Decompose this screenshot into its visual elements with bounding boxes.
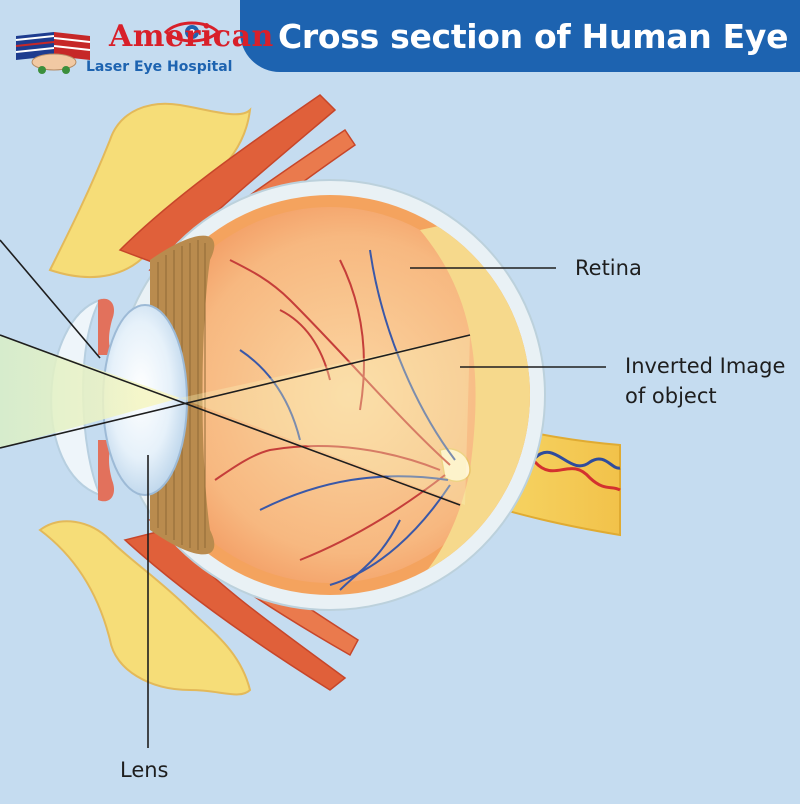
flag-handshake-icon bbox=[15, 32, 91, 74]
upper-callout-line bbox=[0, 239, 101, 359]
page-title: Cross section of Human Eye bbox=[278, 16, 789, 56]
retinal-blood-vessels bbox=[214, 249, 456, 591]
lower-orbital-bone bbox=[38, 520, 252, 696]
brand-name: American bbox=[109, 19, 274, 54]
optic-disc bbox=[439, 448, 471, 482]
iris-lower bbox=[98, 440, 115, 502]
hospital-logo: American Laser Eye Hospital bbox=[14, 18, 273, 80]
lower-ray-line bbox=[0, 334, 471, 449]
lens-label: Lens bbox=[120, 758, 169, 782]
iris bbox=[98, 298, 115, 355]
vitreous-body bbox=[142, 207, 518, 583]
light-beam bbox=[0, 335, 180, 448]
upper-ray-line bbox=[0, 334, 461, 506]
light-beam-inside bbox=[180, 335, 470, 505]
title-banner: Cross section of Human Eye bbox=[240, 0, 800, 72]
inverted-image-label-line2: of object bbox=[625, 384, 717, 408]
inverted-image-label-line1: Inverted Image bbox=[625, 354, 786, 378]
eye-logo-icon bbox=[163, 21, 221, 43]
brand-tagline: Laser Eye Hospital bbox=[86, 59, 233, 75]
retina-label: Retina bbox=[575, 256, 642, 280]
